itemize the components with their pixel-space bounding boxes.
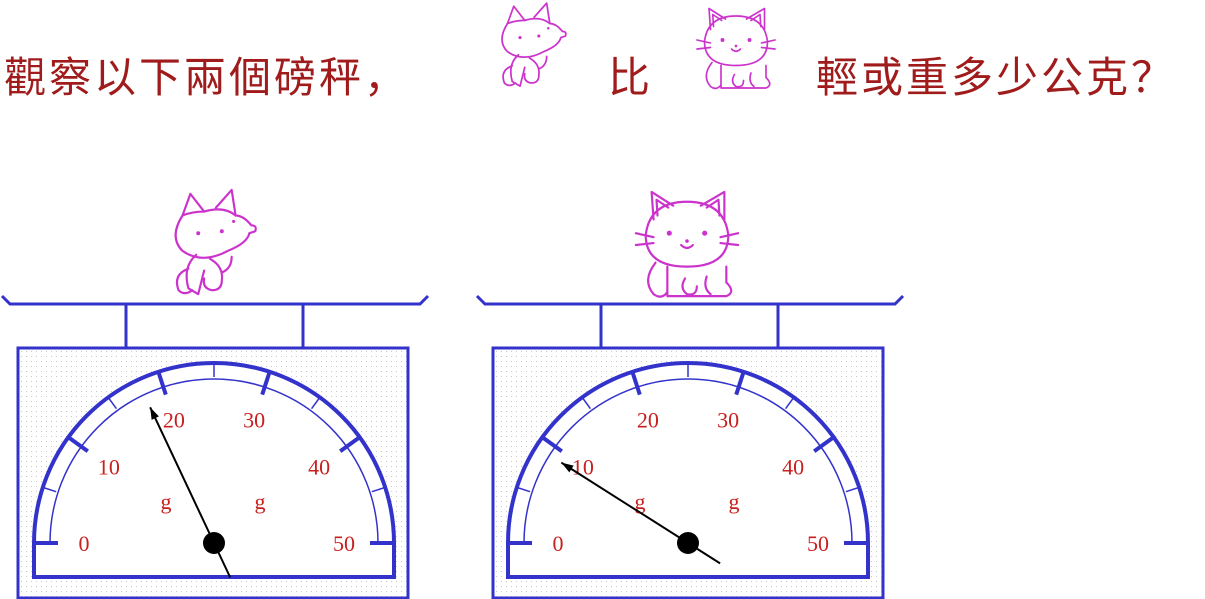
dial-label-20: 20 (637, 407, 659, 432)
scale-tray (475, 294, 905, 306)
dial-major-tick (156, 371, 168, 396)
dial-inner-arc (523, 378, 853, 544)
dial-minor-tick (845, 486, 860, 493)
scale-tray (0, 294, 430, 306)
dial-major-tick (541, 435, 563, 453)
dial-unit-left: g (635, 489, 646, 514)
question-text-compare: 比 (608, 53, 654, 102)
dial-face (32, 361, 396, 579)
question-cat-icon (696, 7, 776, 90)
dial-label-10: 10 (98, 455, 120, 480)
fox-icon (174, 188, 257, 296)
dial-label-0: 0 (79, 531, 90, 556)
dial-label-50: 50 (333, 531, 355, 556)
dial-minor-tick (371, 486, 386, 493)
dial-face (506, 361, 870, 579)
dial-label-30: 30 (717, 407, 739, 432)
dial-label-50: 50 (807, 531, 829, 556)
dial-minor-tick (516, 486, 531, 493)
dial-label-40: 40 (308, 455, 330, 480)
dial-major-tick (339, 435, 361, 453)
question-fox-icon (501, 2, 567, 88)
dial-major-tick (734, 371, 746, 396)
dial-minor-tick (107, 396, 118, 410)
scale-1: 0 10 20 30 40 50 g g (0, 188, 430, 599)
question-text-part1: 觀察以下兩個磅秤， (4, 53, 410, 102)
dial-unit-right: g (729, 489, 740, 514)
dial-label-30: 30 (243, 407, 265, 432)
dial-pivot (203, 532, 225, 554)
dial-minor-tick (784, 396, 795, 410)
dial-label-20: 20 (163, 407, 185, 432)
dial-pivot (677, 532, 699, 554)
dial-major-tick (630, 371, 642, 396)
dial-major-tick (813, 435, 835, 453)
dial-unit-left: g (161, 489, 172, 514)
dial-minor-tick (310, 396, 321, 410)
dial-needle-arrow (150, 407, 159, 420)
question-text-part3: 輕或重多少公克？ (816, 53, 1177, 102)
dial-unit-right: g (255, 489, 266, 514)
dial-inner-arc (49, 378, 379, 544)
dial-label-0: 0 (553, 531, 564, 556)
dial-major-tick (260, 371, 272, 396)
cat-icon (634, 190, 740, 298)
dial-needle-arrow (561, 462, 574, 473)
dial-minor-tick (581, 396, 592, 410)
dial-major-tick (67, 435, 89, 453)
dial-label-40: 40 (782, 455, 804, 480)
dial-minor-tick (42, 486, 57, 493)
